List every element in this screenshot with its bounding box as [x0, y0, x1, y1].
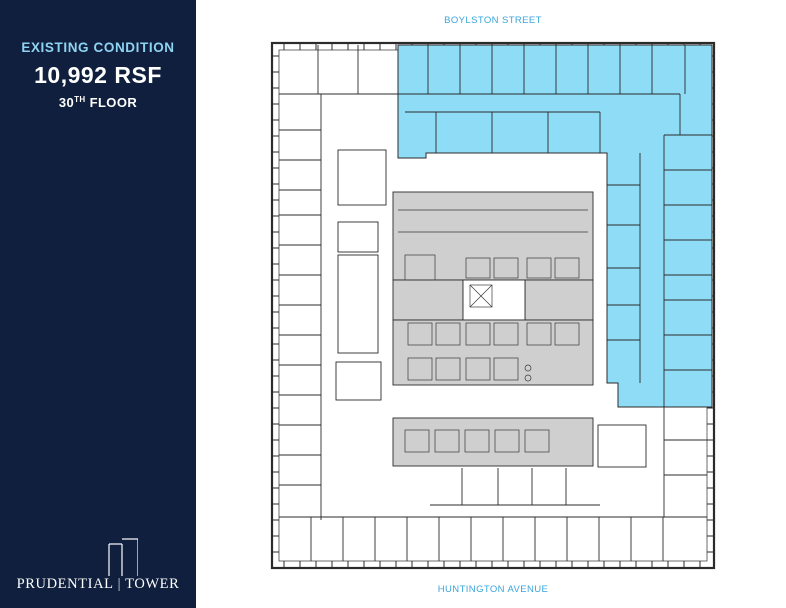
floor-word: FLOOR — [89, 95, 138, 110]
building-core — [392, 191, 594, 467]
floor-label: 30TH FLOOR — [0, 95, 196, 110]
condition-label: EXISTING CONDITION — [21, 40, 175, 55]
floor-number: 30 — [58, 95, 75, 110]
core-details — [398, 209, 588, 453]
area-rsf: 10,992 RSF — [34, 62, 162, 88]
east-offices — [597, 407, 707, 517]
street-label-top: BOYLSTON STREET — [444, 15, 542, 26]
sidebar-panel: EXISTING CONDITION 10,992 RSF 30TH FLOOR… — [0, 0, 196, 608]
west-offices — [279, 45, 398, 520]
tower-logo-icon — [108, 538, 138, 576]
brand-word-left: PRUDENTIAL — [16, 576, 114, 592]
south-offices — [279, 468, 707, 561]
floor-plan — [270, 41, 716, 570]
brand-wordmark: PRUDENTIAL|TOWER — [0, 576, 196, 593]
available-space-area — [397, 44, 713, 408]
brand-word-right: TOWER — [125, 576, 180, 592]
street-label-bottom: HUNTINGTON AVENUE — [437, 584, 549, 595]
floor-ordinal: TH — [74, 95, 86, 104]
available-space-partitions — [397, 45, 712, 407]
brand-separator: | — [117, 576, 122, 592]
